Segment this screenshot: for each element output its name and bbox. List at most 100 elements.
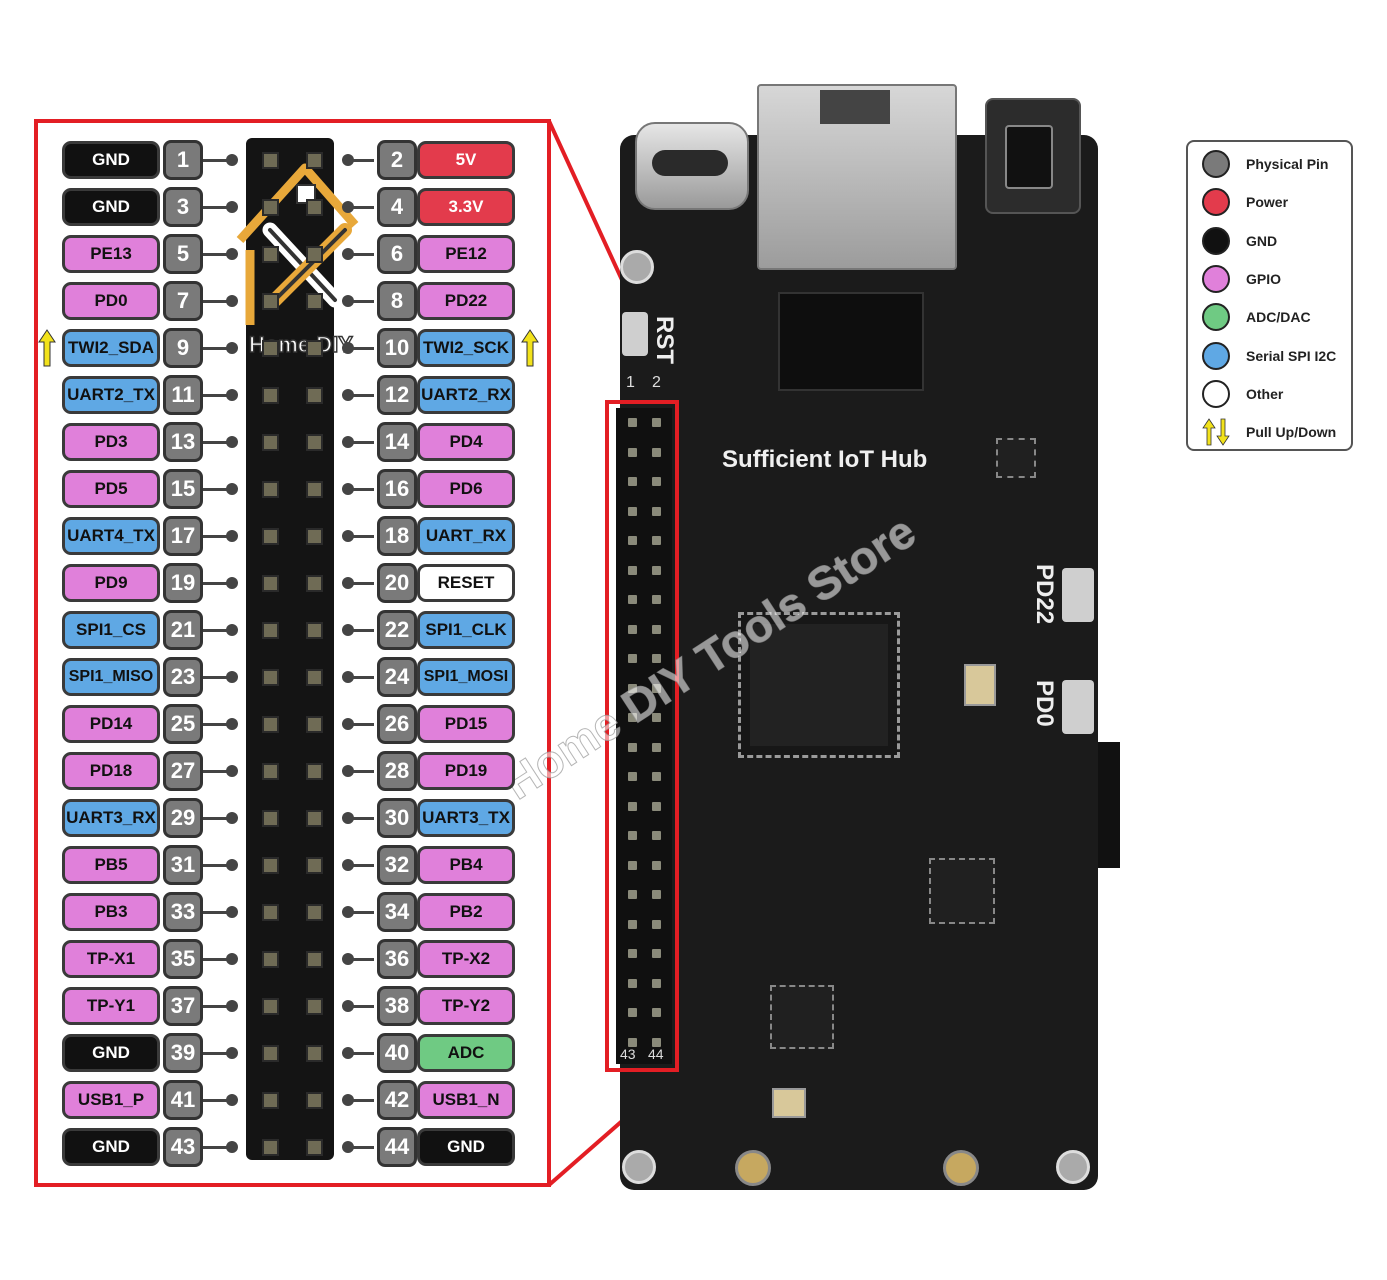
chip-mid: [929, 858, 995, 924]
pin-42-dot: [342, 1094, 354, 1106]
pin-5-wire: [203, 253, 229, 256]
board-header-pin: [652, 1037, 661, 1047]
pin-31-label: PB5: [62, 846, 160, 884]
header-hole-19: [262, 575, 279, 592]
header-hole-20: [306, 575, 323, 592]
pin-43-wire: [203, 1146, 229, 1149]
header-hole-21: [262, 622, 279, 639]
board-header-pin: [628, 1037, 637, 1047]
pin-27-dot: [226, 765, 238, 777]
legend-label: ADC/DAC: [1246, 309, 1311, 326]
pin-19-label: PD9: [62, 564, 160, 602]
pin-14-number: 14: [377, 422, 417, 462]
home-diy-logo: [236, 163, 359, 325]
pin-26-dot: [342, 718, 354, 730]
board-header-pin: [652, 536, 661, 545]
pin-19-number: 19: [163, 563, 203, 603]
pin-31-dot: [226, 859, 238, 871]
pin-21-label: SPI1_CS: [62, 611, 160, 649]
pin-15-wire: [203, 488, 229, 491]
antenna-connector-1: [735, 1150, 771, 1186]
pin-19-dot: [226, 577, 238, 589]
pin-37-number: 37: [163, 986, 203, 1026]
button-rst: [622, 312, 648, 356]
pin-41-wire: [203, 1099, 229, 1102]
pin-3-label: GND: [62, 188, 160, 226]
legend-item-gpio: GPIO: [1202, 262, 1281, 296]
header-hole-15: [262, 481, 279, 498]
pin-16-label: PD6: [417, 470, 515, 508]
pin-11-wire: [203, 394, 229, 397]
pin-10-number: 10: [377, 328, 417, 368]
pin-26-label: PD15: [417, 705, 515, 743]
pin-9-number: 9: [163, 328, 203, 368]
pin-2-wire: [348, 159, 374, 162]
legend-swatch-physical: [1202, 150, 1230, 178]
legend-label: GPIO: [1246, 270, 1282, 287]
pin-40-label: ADC: [417, 1034, 515, 1072]
pin-23-label: SPI1_MISO: [62, 658, 160, 696]
pin-21-dot: [226, 624, 238, 636]
header-hole-18: [306, 528, 323, 545]
pin-27-label: PD18: [62, 752, 160, 790]
pin-43-dot: [226, 1141, 238, 1153]
pin-5-number: 5: [163, 234, 203, 274]
pull-up-down-arrows-icon: [1202, 418, 1230, 446]
header-hole-35: [262, 951, 279, 968]
legend-label: Serial SPI I2C: [1246, 347, 1337, 364]
button-pd0: [1062, 680, 1094, 734]
header-hole-26: [306, 716, 323, 733]
pin-44-dot: [342, 1141, 354, 1153]
board-header-pin: [628, 683, 637, 693]
pin-2-dot: [342, 154, 354, 166]
pin-3-wire: [203, 206, 229, 209]
pin-42-number: 42: [377, 1080, 417, 1120]
header-hole-24: [306, 669, 323, 686]
header-hole-23: [262, 669, 279, 686]
pin-3-number: 3: [163, 187, 203, 227]
rst-label: RST: [651, 316, 678, 364]
pin-33-wire: [203, 911, 229, 914]
header-label-1: 1: [626, 374, 635, 391]
board-header-pin: [652, 683, 661, 693]
board-header-pin: [652, 654, 661, 663]
legend-swatch-other: [1202, 379, 1230, 408]
board-header-pin: [628, 831, 637, 840]
pin-14-label: PD4: [417, 423, 515, 461]
board-header-pin: [628, 624, 637, 634]
board-header-pin: [652, 831, 661, 840]
pin-39-wire: [203, 1052, 229, 1055]
header-hole-6: [306, 246, 323, 263]
pin-37-dot: [226, 1000, 238, 1012]
pin-15-number: 15: [163, 469, 203, 509]
pin-17-wire: [203, 535, 229, 538]
pin-8-label: PD22: [417, 282, 515, 320]
pin-16-dot: [342, 483, 354, 495]
crystal-2: [772, 1088, 806, 1118]
pin-14-wire: [348, 441, 374, 444]
pin-32-dot: [342, 859, 354, 871]
pin-7-wire: [203, 300, 229, 303]
crystal: [964, 664, 996, 706]
pin-44-wire: [348, 1146, 374, 1149]
pin-36-label: TP-X2: [417, 940, 515, 978]
pin-13-dot: [226, 436, 238, 448]
chip-right: [996, 438, 1036, 478]
pin-29-wire: [203, 817, 229, 820]
pin-31-wire: [203, 864, 229, 867]
legend-item-adc: ADC/DAC: [1202, 300, 1311, 334]
board-header-pin: [652, 949, 661, 958]
chip-low: [770, 985, 834, 1049]
board-header-pin: [652, 713, 661, 722]
pin-4-wire: [348, 206, 374, 209]
header-label-44: 44: [648, 1046, 664, 1062]
button-pd22: [1062, 568, 1094, 622]
pin-28-label: PD19: [417, 752, 515, 790]
ethernet-jack-opening: [820, 90, 890, 124]
pin-35-dot: [226, 953, 238, 965]
sd-card-slot: [1098, 742, 1120, 868]
header-hole-3: [262, 199, 279, 216]
pin-30-label: UART3_TX: [417, 799, 515, 837]
pin-9-label: TWI2_SDA: [62, 329, 160, 367]
pin-30-wire: [348, 817, 374, 820]
